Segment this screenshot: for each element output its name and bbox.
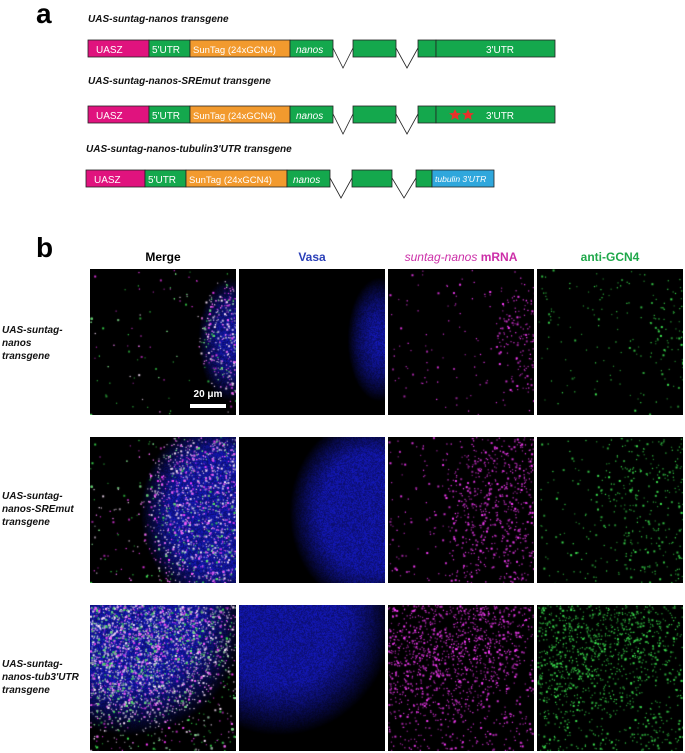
- nanos-label: nanos: [296, 111, 323, 122]
- nanos-label: nanos: [293, 175, 320, 186]
- mrna-suffix: mRNA: [477, 250, 518, 264]
- tubulin-utr3-label: tubulin 3'UTR: [435, 174, 486, 184]
- column-header-gcn4: anti-GCN4: [580, 250, 640, 264]
- row-label-3-line1: UAS-suntag-: [2, 659, 63, 670]
- row-label-1-line1: UAS-suntag-: [2, 325, 63, 336]
- intron-2: [391, 177, 417, 199]
- sre-mutation-star-2: [462, 109, 474, 120]
- column-header-merge: Merge: [145, 250, 181, 264]
- row-label-3-line2: nanos-tub3'UTR: [2, 672, 79, 683]
- nanos-exon-2: [352, 105, 397, 124]
- column-header-vasa: Vasa: [298, 250, 326, 264]
- intron-2: [395, 47, 419, 69]
- mrna-gene-name: suntag-nanos: [404, 250, 478, 264]
- tubulin-utr3-segment: [431, 169, 495, 188]
- suntag-label: SunTag (24xGCN4): [193, 45, 276, 56]
- utr3-label: 3'UTR: [486, 111, 514, 122]
- image-row3-gcn4: [537, 605, 683, 751]
- image-row1-vasa: [239, 269, 385, 415]
- suntag-label: SunTag (24xGCN4): [189, 175, 272, 186]
- nanos-exon-2: [352, 39, 397, 58]
- utr3-label: 3'UTR: [486, 45, 514, 56]
- image-row1-merge: [90, 269, 236, 415]
- scale-bar: [190, 404, 226, 408]
- utr3-segment: [435, 39, 556, 58]
- row-label-3-line3: transgene: [2, 685, 50, 696]
- utr5-label: 5'UTR: [152, 45, 180, 56]
- intron-1: [332, 47, 354, 69]
- scale-bar-label: 20 μm: [193, 389, 223, 400]
- row-label-2-line3: transgene: [2, 517, 50, 528]
- uasz-label: UASZ: [94, 175, 121, 186]
- uasz-label: UASZ: [96, 45, 123, 56]
- construct-1-title: UAS-suntag-nanos transgene: [88, 14, 229, 25]
- image-row3-merge: [90, 605, 236, 751]
- image-row2-vasa: [239, 437, 385, 583]
- utr5-label: 5'UTR: [152, 111, 180, 122]
- column-header-mrna: suntag-nanos mRNA: [388, 250, 534, 264]
- image-row2-mrna: [388, 437, 534, 583]
- intron-1: [332, 113, 354, 135]
- construct-1-diagram: UASZ 5'UTR SunTag (24xGCN4) nanos 3'UTR: [87, 39, 556, 69]
- nanos-exon-3: [417, 39, 437, 58]
- uasz-label: UASZ: [96, 111, 123, 122]
- image-row1-mrna: [388, 269, 534, 415]
- panel-a-letter: a: [36, 0, 52, 29]
- construct-2-diagram: UASZ 5'UTR SunTag (24xGCN4) nanos 3'UTR: [87, 105, 556, 135]
- nanos-label: nanos: [296, 45, 323, 56]
- intron-1: [329, 177, 353, 199]
- intron-2: [395, 113, 419, 135]
- row-label-2: UAS-suntag- nanos-SREmut transgene: [2, 490, 86, 529]
- row-label-2-line1: UAS-suntag-: [2, 491, 63, 502]
- row-label-3: UAS-suntag- nanos-tub3'UTR transgene: [2, 658, 86, 697]
- row-label-1-line2: nanos: [2, 338, 32, 349]
- image-row2-gcn4: [537, 437, 683, 583]
- construct-3-diagram: UASZ 5'UTR SunTag (24xGCN4) nanos tubuli…: [85, 169, 495, 199]
- construct-2-title: UAS-suntag-nanos-SREmut transgene: [88, 76, 271, 87]
- image-row3-vasa: [239, 605, 385, 751]
- nanos-exon-2: [351, 169, 393, 188]
- image-row3-mrna: [388, 605, 534, 751]
- nanos-exon-3: [417, 105, 437, 124]
- construct-3-title: UAS-suntag-nanos-tubulin3'UTR transgene: [86, 144, 292, 155]
- image-row1-gcn4: [537, 269, 683, 415]
- image-row2-merge: [90, 437, 236, 583]
- row-label-1-line3: transgene: [2, 351, 50, 362]
- utr5-label: 5'UTR: [148, 175, 176, 186]
- row-label-2-line2: nanos-SREmut: [2, 504, 74, 515]
- sre-mutation-star-1: [449, 109, 461, 120]
- panel-b-letter: b: [36, 232, 54, 263]
- row-label-1: UAS-suntag- nanos transgene: [2, 324, 86, 363]
- suntag-label: SunTag (24xGCN4): [193, 111, 276, 122]
- nanos-exon-3: [415, 169, 433, 188]
